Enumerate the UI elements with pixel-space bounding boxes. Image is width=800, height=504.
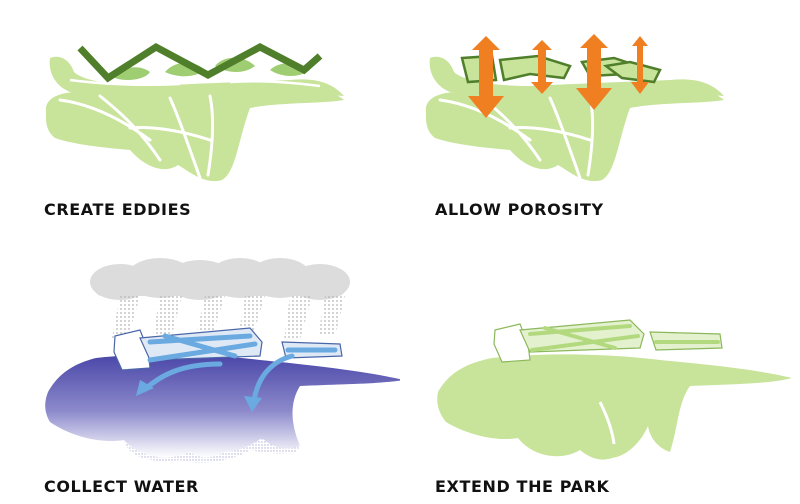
cloud-icon	[90, 258, 350, 300]
panel-create-eddies: CREATE EDDIES	[0, 0, 400, 252]
create-eddies-diagram	[45, 42, 344, 182]
caption-allow-porosity: ALLOW POROSITY	[435, 200, 604, 219]
collect-water-diagram	[45, 258, 400, 463]
extend-the-park-diagram	[437, 319, 792, 460]
park-landform	[45, 56, 344, 182]
rain-hatching	[112, 296, 345, 342]
allow-porosity-diagram	[425, 34, 724, 182]
caption-create-eddies: CREATE EDDIES	[44, 200, 192, 219]
caption-extend-the-park: EXTEND THE PARK	[435, 477, 610, 496]
park-extension	[437, 354, 792, 460]
panel-extend-the-park: EXTEND THE PARK	[400, 252, 800, 504]
zigzag-line-icon	[77, 42, 323, 83]
panel-collect-water: COLLECT WATER	[0, 252, 400, 504]
flow-arrowheads	[136, 380, 262, 412]
panel-allow-porosity: ALLOW POROSITY	[400, 0, 800, 252]
green-connectors	[528, 324, 720, 352]
caption-collect-water: COLLECT WATER	[44, 477, 199, 496]
vertical-double-arrow-icon	[468, 34, 649, 118]
water-basin	[45, 354, 400, 463]
